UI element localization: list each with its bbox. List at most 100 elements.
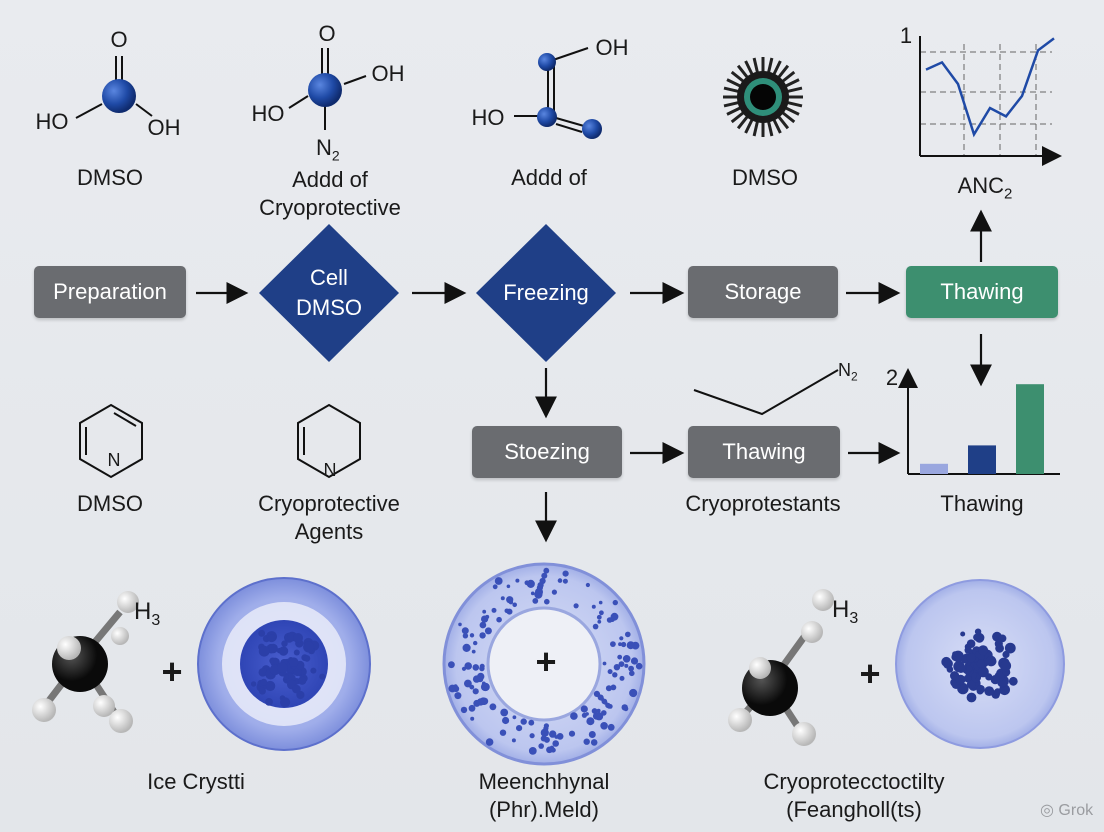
particle-spike	[776, 64, 790, 80]
cell-granule	[630, 657, 639, 665]
cell-granule	[610, 612, 619, 621]
cell-granule	[283, 674, 289, 680]
step-stoezing[interactable]: Stoezing	[472, 426, 622, 478]
step-cell-dmso[interactable]: Cell DMSO	[296, 265, 362, 320]
cell-granule	[617, 654, 623, 660]
particle-spike	[736, 114, 750, 130]
cell-granule	[619, 675, 625, 681]
particle-spike	[772, 117, 782, 134]
atom-label-oh: OH	[147, 115, 181, 140]
cell-granule	[461, 627, 469, 635]
cell-granule	[538, 743, 544, 749]
cell-granule	[537, 582, 544, 589]
watermark-grok: ◎ Grok	[1040, 802, 1094, 819]
cell-granule	[492, 584, 498, 590]
cell-granule	[540, 728, 549, 737]
cell-granule	[270, 657, 280, 668]
cell-granule	[626, 641, 635, 650]
cell-granule	[496, 616, 502, 623]
cell-granule	[618, 642, 622, 647]
label-cryoprotective-agents: Cryoprotective Agents	[258, 491, 400, 544]
step-thawing-top[interactable]: Thawing	[906, 266, 1058, 318]
watermark-logo-icon: ◎	[1040, 802, 1054, 819]
cell-granule	[472, 664, 480, 671]
cell-granule	[310, 667, 317, 674]
cell-granule	[605, 685, 612, 692]
cell-granule	[956, 663, 966, 674]
cell-granule	[448, 661, 455, 669]
cell-granule	[472, 688, 479, 695]
cell-granule	[966, 653, 976, 663]
cell-granule	[281, 640, 288, 647]
step-storage[interactable]: Storage	[688, 266, 838, 318]
cell-granule	[607, 704, 611, 709]
cell-granule	[477, 698, 485, 706]
cell-granule	[462, 633, 469, 639]
cell-1-icon	[197, 577, 371, 751]
cell-granule	[966, 692, 977, 703]
step-thawing-mid[interactable]: Thawing	[688, 426, 840, 478]
cell-granule	[610, 684, 617, 691]
cell-granule	[585, 582, 591, 588]
cell-granule	[502, 716, 510, 725]
cell-granule	[618, 661, 625, 667]
step-freezing[interactable]: Freezing	[503, 280, 589, 305]
cell-granule	[552, 740, 559, 747]
cell-granule	[966, 665, 973, 672]
cell-granule	[277, 662, 288, 673]
plus-sign-1: +	[161, 651, 183, 692]
particle-spike	[786, 86, 803, 94]
cell-granule	[568, 730, 576, 737]
particle-spike	[730, 70, 746, 84]
cell-granule	[485, 614, 490, 619]
cell-granule	[599, 610, 604, 616]
cell-granule	[976, 684, 985, 694]
ring-2-n-label: N	[323, 460, 337, 480]
bar-3	[1016, 384, 1044, 474]
cell-granule	[964, 646, 972, 654]
cell-granule	[941, 656, 952, 667]
particle-spike	[723, 86, 740, 94]
cell-granule	[990, 675, 1000, 685]
cell-granule	[471, 649, 476, 654]
flow-arrows	[196, 209, 992, 543]
cell-granule	[520, 718, 527, 725]
particle-spike	[783, 106, 800, 116]
cell-granule	[591, 604, 596, 609]
cell-granule	[511, 738, 516, 743]
pyridine-ring-2-icon	[297, 403, 361, 479]
cell-granule	[504, 608, 510, 614]
cell-granule	[625, 656, 630, 662]
cell-granule	[528, 719, 535, 726]
atom-label-n2: N2	[316, 135, 340, 164]
methane-molecule-2-icon	[728, 589, 834, 746]
cell-granule	[612, 599, 618, 606]
particle-spike	[726, 78, 743, 88]
cell-granule	[629, 670, 635, 677]
pyridine-ring-1-icon	[79, 403, 143, 479]
cell-granule	[985, 655, 997, 667]
atom-label-ho-2: HO	[251, 101, 285, 126]
cell-granule	[485, 738, 494, 746]
cell-granule	[583, 738, 590, 745]
cell-granule	[512, 715, 517, 720]
cell-granule	[597, 619, 602, 624]
cell-granule	[506, 596, 514, 604]
atom-label-ho-3: HO	[471, 105, 505, 130]
step-preparation[interactable]: Preparation	[34, 266, 186, 318]
cell-granule	[562, 570, 569, 577]
cell-granule	[479, 621, 487, 629]
cell-granule	[580, 705, 588, 713]
cell-granule	[265, 680, 276, 692]
cell-granule	[966, 679, 976, 689]
atom-label-ho: HO	[35, 109, 69, 134]
cell-granule	[592, 623, 599, 630]
label-meenchhynal: Meenchhynal (Phr).Meld)	[478, 769, 610, 822]
particle-spike	[752, 57, 760, 74]
cell-granule	[479, 632, 486, 639]
cell-granule	[602, 661, 607, 666]
cell-granule	[516, 725, 523, 732]
cell-granule	[573, 603, 579, 609]
cell-granule	[479, 665, 485, 672]
